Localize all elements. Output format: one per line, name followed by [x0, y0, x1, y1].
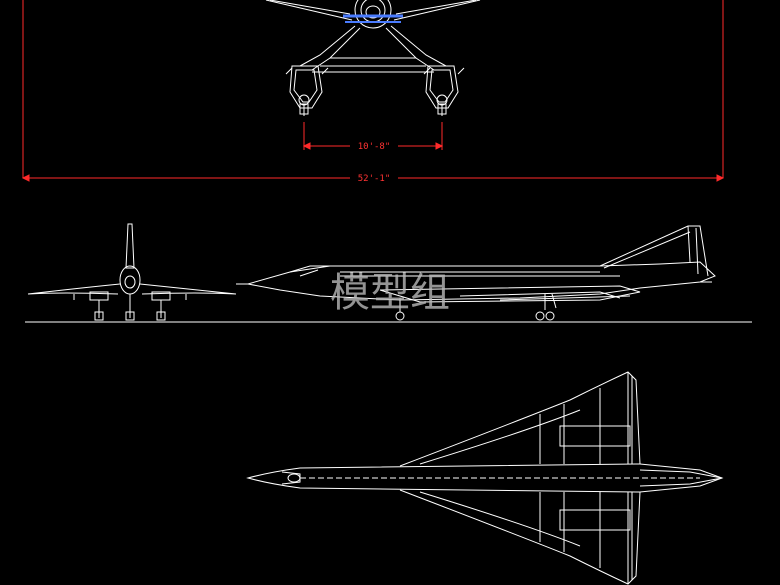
wingspan-dimension: 52'-1"	[358, 174, 391, 184]
dimension-lines	[21, 0, 725, 182]
top-view	[246, 371, 724, 585]
side-view	[236, 225, 716, 321]
gear-track-dimension: 10'-8"	[358, 142, 391, 152]
watermark: 模型组	[330, 270, 450, 316]
front-view	[27, 223, 237, 321]
front-view-detail	[265, 0, 481, 116]
